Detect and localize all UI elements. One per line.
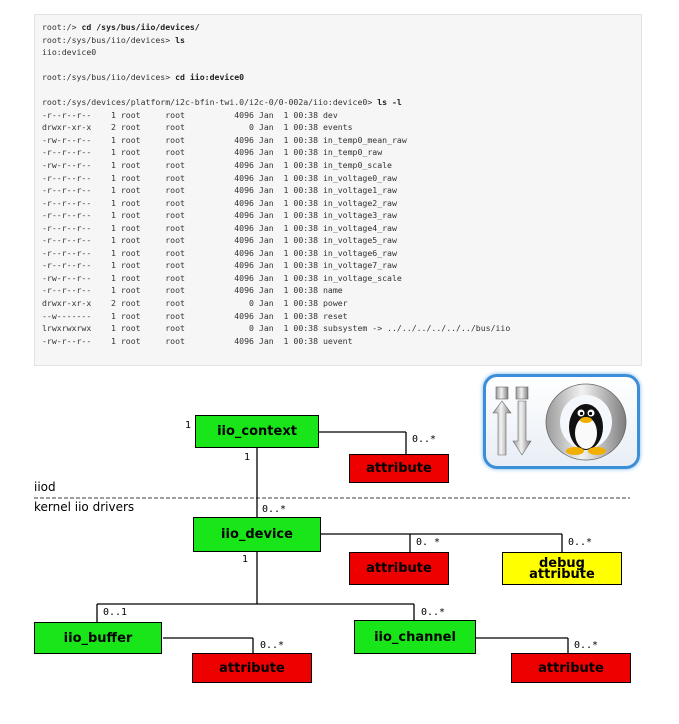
iio-logo-graphic — [492, 383, 627, 461]
mult-buffer-attr: 0..* — [260, 640, 285, 651]
terminal-command: ls — [175, 34, 185, 45]
terminal-line: -r--r--r-- 1 root root 4096 Jan 1 00:38 … — [42, 259, 641, 272]
mult-device-down: 1 — [242, 554, 249, 565]
terminal-line: -r--r--r-- 1 root root 4096 Jan 1 00:38 … — [42, 146, 641, 159]
terminal-line — [42, 84, 641, 97]
mult-channel-attr: 0..* — [574, 640, 599, 651]
terminal-line: -rw-r--r-- 1 root root 4096 Jan 1 00:38 … — [42, 134, 641, 147]
terminal-command: ls -l — [377, 97, 402, 108]
terminal-line: -r--r--r-- 1 root root 4096 Jan 1 00:38 … — [42, 247, 641, 260]
terminal-text: --w------- 1 root root 4096 Jan 1 00:38 … — [42, 310, 348, 321]
iio-object-diagram: iio_context attribute iio_device attribu… — [0, 370, 679, 724]
terminal-line: -r--r--r-- 1 root root 4096 Jan 1 00:38 … — [42, 209, 641, 222]
terminal-line: drwxr-xr-x 2 root root 0 Jan 1 00:38 eve… — [42, 121, 641, 134]
terminal-text: -r--r--r-- 1 root root 4096 Jan 1 00:38 … — [42, 210, 397, 221]
terminal-command: cd /sys/bus/iio/devices/ — [81, 22, 200, 32]
context-attribute-node: attribute — [349, 454, 449, 483]
diagram-connectors — [34, 431, 630, 653]
terminal-text: -r--r--r-- 1 root root 4096 Jan 1 00:38 … — [42, 235, 397, 246]
terminal-text: iio:device0 — [42, 47, 97, 58]
terminal-text: root:/sys/bus/iio/devices> — [42, 34, 176, 45]
terminal-text: -r--r--r-- 1 root root 4096 Jan 1 00:38 … — [42, 222, 397, 233]
terminal-output: root:/> cd /sys/bus/iio/devices/root:/sy… — [34, 14, 642, 366]
terminal-text: -r--r--r-- 1 root root 4096 Jan 1 00:38 … — [42, 172, 397, 183]
iio-device-node: iio_device — [193, 517, 321, 552]
terminal-line: root:/> cd /sys/bus/iio/devices/ — [42, 21, 641, 34]
mult-context-down: 1 — [244, 452, 251, 463]
terminal-text: -r--r--r-- 1 root root 4096 Jan 1 00:38 … — [42, 247, 397, 258]
terminal-text: drwxr-xr-x 2 root root 0 Jan 1 00:38 pow… — [42, 298, 348, 309]
terminal-line: -rw-r--r-- 1 root root 4096 Jan 1 00:38 … — [42, 159, 641, 172]
mult-buffer: 0..1 — [103, 607, 128, 618]
terminal-text: -r--r--r-- 1 root root 4096 Jan 1 00:38 … — [42, 109, 338, 120]
terminal-text: root:/> — [42, 22, 82, 32]
terminal-line: -rw-r--r-- 1 root root 4096 Jan 1 00:38 … — [42, 335, 641, 348]
terminal-line: -r--r--r-- 1 root root 4096 Jan 1 00:38 … — [42, 197, 641, 210]
terminal-line: iio:device0 — [42, 46, 641, 59]
terminal-line: -r--r--r-- 1 root root 4096 Jan 1 00:38 … — [42, 284, 641, 297]
iio-buffer-node: iio_buffer — [34, 622, 162, 654]
iio-context-node: iio_context — [195, 415, 319, 448]
terminal-line: root:/sys/bus/iio/devices> ls — [42, 34, 641, 47]
terminal-text: lrwxrwxrwx 1 root root 0 Jan 1 00:38 sub… — [42, 323, 511, 334]
terminal-line: -r--r--r-- 1 root root 4096 Jan 1 00:38 … — [42, 234, 641, 247]
terminal-line: drwxr-xr-x 2 root root 0 Jan 1 00:38 pow… — [42, 297, 641, 310]
kernel-iio-drivers-label: kernel iio drivers — [34, 500, 135, 514]
channel-attribute-node: attribute — [511, 653, 631, 683]
mult-channel: 0..* — [421, 607, 446, 618]
mult-device-attr: 0. * — [416, 537, 441, 548]
device-attribute-node: attribute — [349, 552, 449, 585]
terminal-line: root:/sys/bus/iio/devices> cd iio:device… — [42, 71, 641, 84]
terminal-text: -rw-r--r-- 1 root root 4096 Jan 1 00:38 … — [42, 134, 407, 145]
terminal-text: -r--r--r-- 1 root root 4096 Jan 1 00:38 … — [42, 260, 397, 271]
terminal-text: -rw-r--r-- 1 root root 4096 Jan 1 00:38 … — [42, 272, 402, 283]
terminal-text: drwxr-xr-x 2 root root 0 Jan 1 00:38 eve… — [42, 122, 353, 133]
terminal-line: -r--r--r-- 1 root root 4096 Jan 1 00:38 … — [42, 222, 641, 235]
debug-attribute-line1: debug — [539, 555, 585, 571]
terminal-text: -r--r--r-- 1 root root 4096 Jan 1 00:38 … — [42, 185, 397, 196]
debug-attribute-line2: attribute — [529, 566, 595, 582]
terminal-text: root:/sys/bus/iio/devices> — [42, 72, 176, 83]
mult-context-left: 1 — [185, 420, 192, 431]
terminal-text: -r--r--r-- 1 root root 4096 Jan 1 00:38 … — [42, 147, 383, 158]
terminal-line: -r--r--r-- 1 root root 4096 Jan 1 00:38 … — [42, 184, 641, 197]
terminal-line: root:/sys/devices/platform/i2c-bfin-twi.… — [42, 96, 641, 109]
terminal-line: -rw-r--r-- 1 root root 4096 Jan 1 00:38 … — [42, 272, 641, 285]
mult-device-up: 0..* — [262, 504, 287, 515]
buffer-attribute-node: attribute — [192, 653, 312, 683]
terminal-line: lrwxrwxrwx 1 root root 0 Jan 1 00:38 sub… — [42, 322, 641, 335]
terminal-text: root:/sys/devices/platform/i2c-bfin-twi.… — [42, 97, 378, 108]
terminal-line — [42, 59, 641, 72]
iio-tux-logo-icon — [483, 374, 640, 469]
terminal-text: -r--r--r-- 1 root root 4096 Jan 1 00:38 … — [42, 197, 397, 208]
debug-attribute-node: debug attribute — [502, 552, 622, 585]
terminal-line: -r--r--r-- 1 root root 4096 Jan 1 00:38 … — [42, 172, 641, 185]
terminal-command: cd iio:device0 — [175, 72, 245, 83]
iio-channel-node: iio_channel — [354, 620, 476, 654]
terminal-text: -rw-r--r-- 1 root root 4096 Jan 1 00:38 … — [42, 335, 353, 346]
terminal-text: -r--r--r-- 1 root root 4096 Jan 1 00:38 … — [42, 285, 343, 296]
mult-context-attr: 0..* — [412, 434, 437, 445]
terminal-line: -r--r--r-- 1 root root 4096 Jan 1 00:38 … — [42, 109, 641, 122]
iiod-label: iiod — [34, 480, 56, 494]
terminal-text: -rw-r--r-- 1 root root 4096 Jan 1 00:38 … — [42, 160, 392, 171]
mult-debug-attr: 0..* — [568, 537, 593, 548]
terminal-line: --w------- 1 root root 4096 Jan 1 00:38 … — [42, 310, 641, 323]
